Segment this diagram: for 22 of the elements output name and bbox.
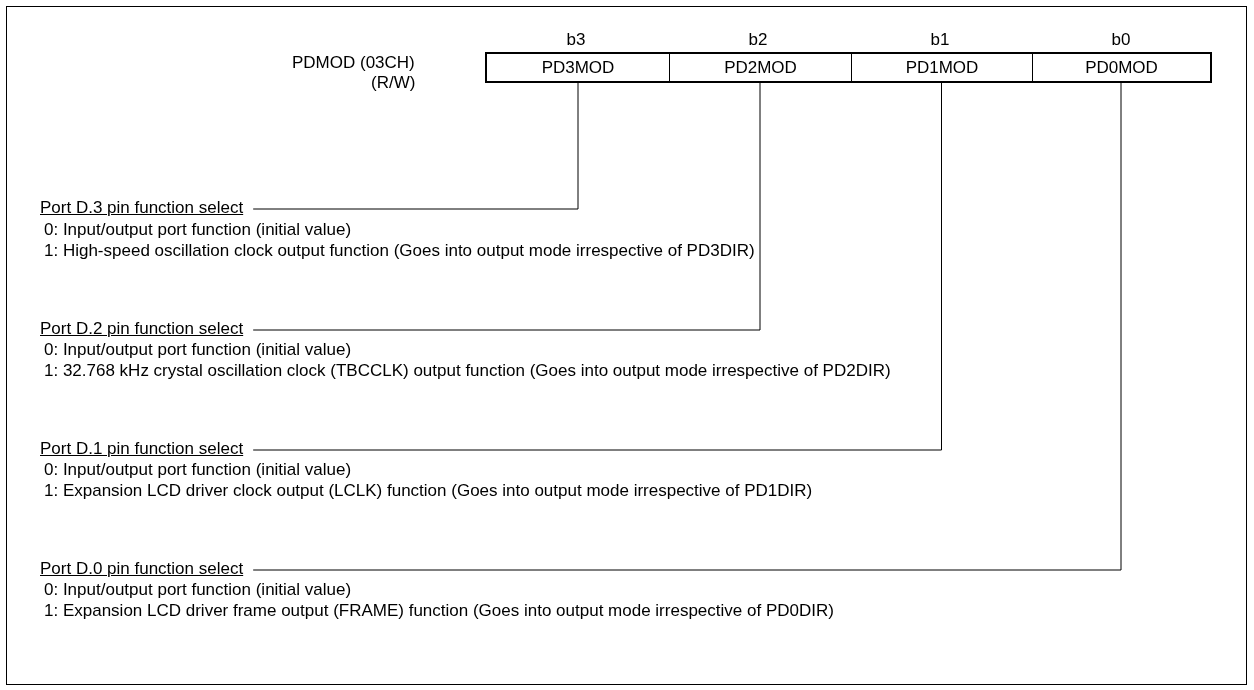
register-label: PDMOD (03CH)	[292, 53, 415, 73]
connector-line	[252, 82, 579, 210]
setting-description: 0: Input/output port function (initial value)	[44, 340, 352, 360]
bit-number: b0	[1110, 30, 1132, 50]
setting-description: 0: Input/output port function (initial value)	[44, 580, 352, 600]
setting-description: 1: Expansion LCD driver clock output (LCLK) function (Goes into output mode irrespective of PD1DIR)	[44, 481, 813, 501]
register-label: (R/W)	[371, 73, 416, 93]
bit-number: b2	[747, 30, 769, 50]
setting-description: 1: 32.768 kHz crystal oscillation clock (TBCCLK) output function (Goes into output mode irrespective of PD2DIR)	[44, 361, 891, 381]
connector-line	[252, 82, 942, 451]
setting-description: 1: High-speed oscillation clock output function (Goes into output mode irrespective of PD3DIR)	[44, 241, 755, 261]
register-bit-field: PD2MOD	[669, 54, 851, 81]
bit-number: b1	[929, 30, 951, 50]
connector-line	[252, 82, 761, 331]
setting-description: 0: Input/output port function (initial value)	[44, 220, 352, 240]
register-bit-field: PD3MOD	[487, 54, 669, 81]
register-bit-field: PD1MOD	[851, 54, 1032, 81]
connector-line	[252, 82, 1122, 571]
setting-description: 0: Input/output port function (initial value)	[44, 460, 352, 480]
register-bit-field: PD0MOD	[1032, 54, 1210, 81]
setting-description: 1: Expansion LCD driver frame output (FRAME) function (Goes into output mode irrespective of PD0DIR)	[44, 601, 834, 621]
bit-number: b3	[565, 30, 587, 50]
